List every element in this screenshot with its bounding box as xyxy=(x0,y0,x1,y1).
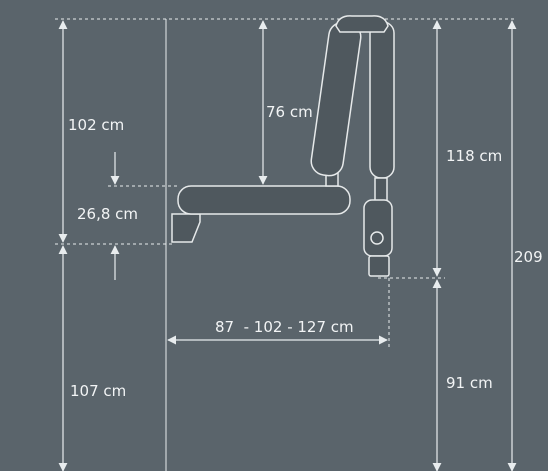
dimension-labels: 102 cm 26,8 cm 107 cm 76 cm 118 cm 91 cm… xyxy=(68,103,543,400)
cone xyxy=(368,255,390,277)
wall-mount-height-label: 107 cm xyxy=(70,382,126,400)
arm-thickness-label: 26,8 cm xyxy=(77,205,138,223)
lower-tube xyxy=(369,21,395,179)
upper-tube xyxy=(310,21,362,177)
upper-arm-drop-label: 76 cm xyxy=(266,103,313,121)
floor-to-head-label: 91 cm xyxy=(446,374,493,392)
dimension-arrows xyxy=(58,20,517,471)
reference-lines xyxy=(55,18,515,471)
horizontal-reach-label: 87 - 102 - 127 cm xyxy=(215,318,354,336)
top-to-arm-label: 102 cm xyxy=(68,116,124,134)
tube-head-knob xyxy=(370,231,384,245)
head-drop-label: 118 cm xyxy=(446,147,502,165)
total-height-label: 209 xyxy=(514,248,543,266)
xray-device xyxy=(171,15,395,277)
head-neck xyxy=(374,177,388,203)
horizontal-arm xyxy=(177,185,351,215)
wall-mount-bracket xyxy=(171,213,201,243)
top-elbow xyxy=(335,15,389,33)
tube-head xyxy=(363,199,393,257)
